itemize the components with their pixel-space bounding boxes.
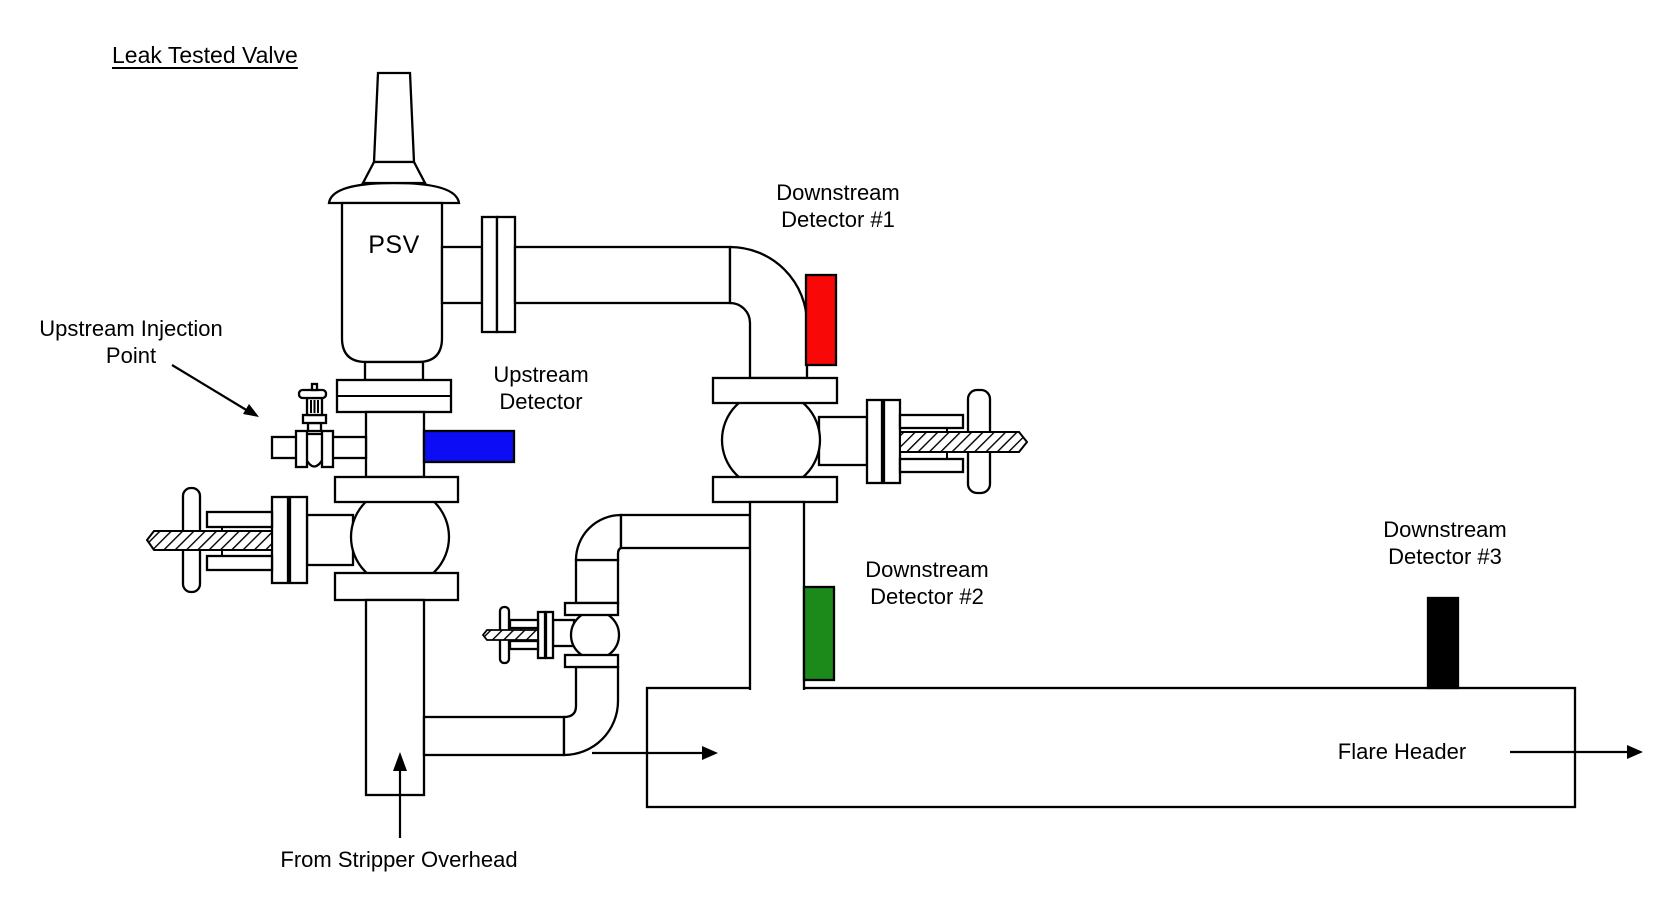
pipe-elbow-right	[574, 513, 623, 562]
label-line: Detector #2	[870, 584, 984, 609]
actuator-flange	[865, 398, 884, 485]
flange	[294, 429, 309, 469]
inlet-flow-arrow	[393, 752, 407, 838]
label-line: Upstream	[493, 362, 589, 387]
pipe-elbow-up	[562, 665, 620, 757]
psv-assembly	[327, 71, 461, 414]
bonnet-flange	[301, 413, 328, 425]
pipe-stub	[328, 435, 368, 460]
bonnet-neck	[306, 421, 323, 433]
flare-header-label: Flare Header	[1337, 739, 1467, 764]
yoke-bar	[508, 618, 540, 630]
valve-body	[304, 432, 325, 468]
label-line: Detector #1	[781, 207, 895, 232]
downstream-detector-2	[802, 585, 836, 682]
flare-header	[645, 500, 1577, 809]
upstream-injection-point-label: Upstream Injection Point	[39, 315, 222, 369]
downstream-detector-3-label: Downstream Detector #3	[1383, 516, 1506, 570]
psv-bonnet-dome	[327, 181, 461, 205]
actuator-flange	[544, 610, 555, 660]
psv-stack-taper	[361, 160, 427, 185]
psv-outlet-stack	[372, 71, 416, 164]
pipe-segment	[619, 513, 752, 550]
pipe-segment	[513, 245, 732, 305]
label-line: Downstream	[865, 557, 989, 582]
upstream-block-valve	[145, 475, 460, 602]
label-line: Detector #3	[1388, 544, 1502, 569]
yoke-bar	[898, 457, 965, 474]
valve-stem-housing	[305, 513, 355, 567]
pipe-segment	[422, 715, 566, 757]
inlet-piping	[364, 598, 620, 797]
yoke-bar	[898, 413, 965, 430]
injection-point-arrow	[171, 364, 259, 417]
pipe-stub	[270, 435, 300, 460]
valve-ball	[720, 389, 822, 491]
flange	[333, 571, 460, 602]
psv-neck	[363, 360, 425, 382]
flange	[563, 653, 620, 669]
inlet-pipe	[364, 598, 426, 797]
downstream-detector-1-label: Downstream Detector #1	[776, 179, 899, 233]
pipe-elbow-down	[728, 245, 809, 380]
threaded-stem	[481, 629, 539, 641]
bypass-line	[481, 513, 752, 669]
actuator-flange	[270, 495, 290, 585]
flange	[711, 475, 839, 504]
pipe-segment	[574, 558, 620, 605]
label-line: Point	[105, 343, 157, 368]
flange	[480, 215, 499, 334]
downstream-block-valve	[711, 376, 1029, 504]
flange	[711, 376, 839, 405]
label-line: Upstream Injection	[39, 316, 223, 341]
psv-label: PSV	[368, 231, 420, 259]
label-line: Detector	[499, 389, 583, 414]
actuator-flange	[288, 495, 309, 585]
yoke-bar	[205, 510, 274, 529]
downstream-detector-1	[804, 273, 838, 367]
upstream-detector	[422, 429, 516, 464]
yoke-bar	[205, 554, 274, 572]
upstream-injection-valve	[270, 382, 368, 469]
flange	[320, 429, 335, 469]
label-line: Downstream	[1383, 517, 1507, 542]
psv-body	[340, 201, 444, 364]
flange	[563, 601, 620, 617]
psv-outlet-line	[440, 215, 809, 380]
flange	[333, 475, 460, 504]
downstream-detector-3	[1426, 596, 1460, 690]
label-line: Downstream	[776, 180, 900, 205]
pipe-segment	[440, 245, 484, 305]
flare-outflow-arrow	[1510, 745, 1643, 759]
downstream-detector-2-label: Downstream Detector #2	[865, 556, 988, 610]
diagram-title: Leak Tested Valve	[112, 42, 298, 68]
bypass-valve	[481, 601, 621, 669]
flange	[495, 215, 517, 334]
actuator-flange	[882, 398, 902, 485]
handwheel	[297, 388, 328, 400]
valve-ball	[569, 609, 621, 661]
upstream-detector-label: Upstream Detector	[493, 361, 588, 415]
yoke-bar	[508, 639, 540, 651]
threaded-stem	[899, 431, 1029, 453]
flare-header-duct	[645, 686, 1577, 809]
threaded-stem	[145, 530, 273, 551]
inlet-stream-label: From Stripper Overhead	[280, 847, 518, 872]
flare-inflow-arrow	[592, 746, 718, 760]
downcomer-pipe	[748, 500, 806, 690]
upstream-riser-pipe	[364, 410, 426, 479]
valve-stem-housing	[817, 415, 869, 467]
stem-nub	[310, 382, 319, 392]
